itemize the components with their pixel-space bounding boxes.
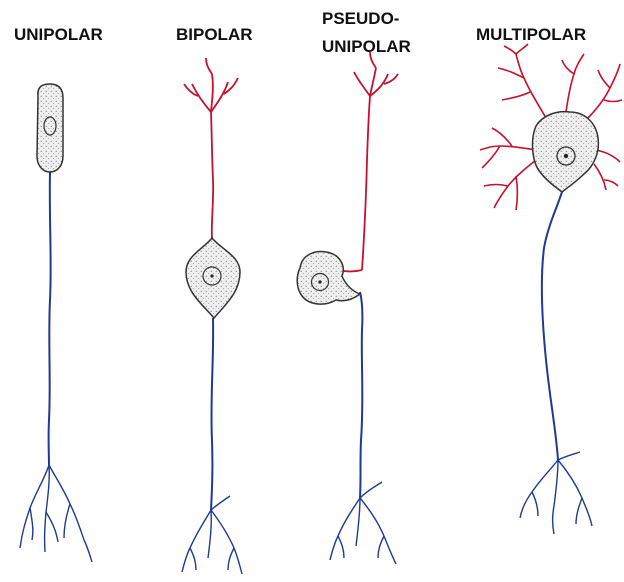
unipolar-neuron [20, 84, 92, 562]
bipolar-neuron [182, 58, 242, 574]
label-unipolar: UNIPOLAR [14, 25, 103, 44]
unipolar-axon [49, 172, 51, 465]
label-pseudounipolar-line1: PSEUDO- [322, 9, 399, 28]
bipolar-axon [211, 318, 213, 510]
multipolar-axon [542, 192, 562, 460]
unipolar-axon-terminal [20, 465, 92, 562]
bipolar-dendrite [184, 58, 238, 240]
label-multipolar: MULTIPOLAR [476, 25, 586, 44]
multipolar-neuron [480, 44, 622, 534]
pseudounipolar-soma [297, 252, 360, 305]
pseudounipolar-axon-terminal [330, 482, 396, 564]
label-pseudounipolar-line2: UNIPOLAR [322, 37, 411, 56]
pseudounipolar-axon [360, 292, 362, 498]
multipolar-soma [533, 112, 599, 192]
label-bipolar: BIPOLAR [176, 25, 253, 44]
bipolar-soma [186, 238, 240, 318]
unipolar-soma [37, 84, 63, 172]
pseudounipolar-neuron [297, 52, 398, 564]
multipolar-axon-terminal [520, 452, 592, 534]
pseudounipolar-dendrite [338, 52, 398, 272]
